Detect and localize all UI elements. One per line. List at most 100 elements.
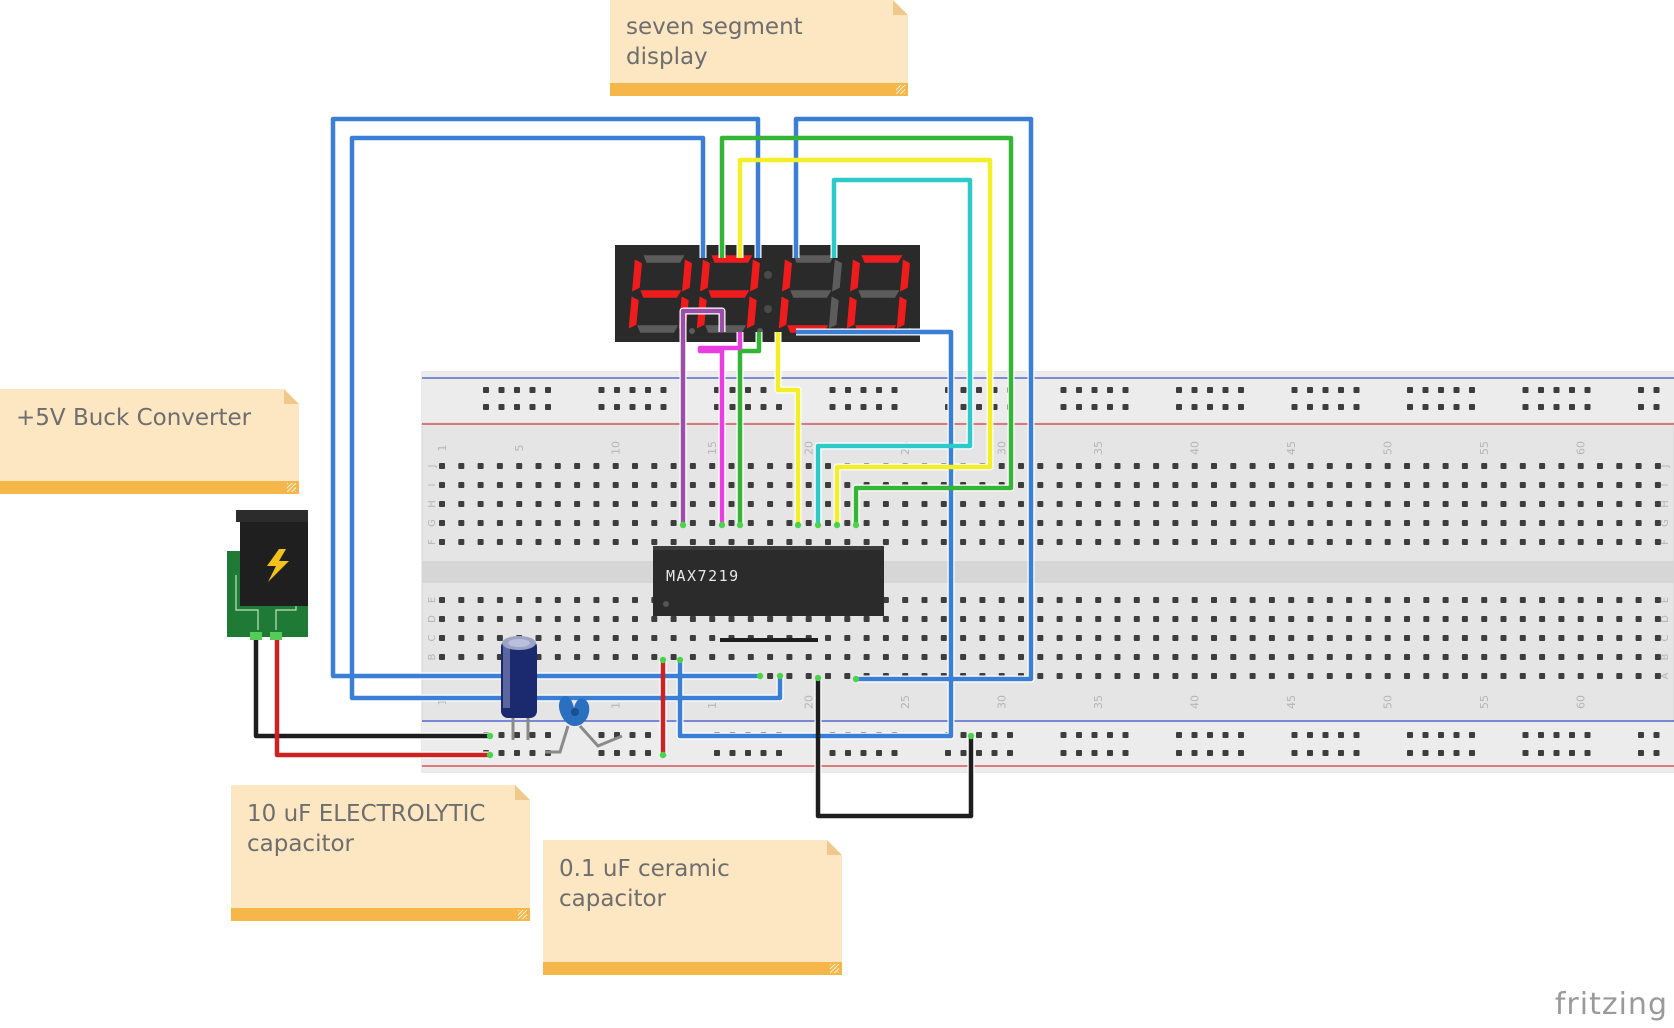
breadboard-hole — [1268, 482, 1275, 488]
breadboard-hole — [1635, 616, 1642, 622]
rail-hole — [860, 750, 867, 756]
breadboard-hole — [1153, 616, 1160, 622]
rail-hole — [1107, 404, 1113, 410]
breadboard-hole — [439, 539, 445, 545]
breadboard-hole — [1230, 616, 1237, 622]
wire-black-power — [253, 638, 490, 739]
row-letter: F — [1660, 539, 1671, 545]
rail-hole — [960, 387, 967, 393]
breadboard-hole — [516, 616, 523, 622]
rail-hole — [976, 387, 982, 393]
breadboard-hole — [1191, 635, 1198, 641]
breadboard-hole — [1519, 539, 1526, 545]
breadboard-hole — [1616, 482, 1623, 488]
breadboard-hole — [825, 635, 831, 641]
breadboard-hole — [1268, 635, 1275, 641]
chip-label: MAX7219 — [666, 567, 740, 585]
breadboard-hole — [902, 597, 909, 603]
rail-hole — [1638, 404, 1644, 410]
breadboard-hole — [1597, 463, 1603, 469]
breadboard-hole — [1635, 520, 1642, 526]
breadboard-hole — [1230, 463, 1237, 469]
breadboard-hole — [1249, 539, 1256, 545]
rail-hole — [1638, 387, 1644, 393]
breadboard-hole — [844, 635, 851, 641]
breadboard-hole — [1481, 616, 1488, 622]
breadboard-hole — [477, 501, 484, 507]
rail-hole — [1422, 732, 1429, 738]
breadboard-hole — [1539, 501, 1546, 507]
breadboard-hole — [1268, 520, 1275, 526]
breadboard-hole — [593, 616, 600, 622]
breadboard-hole — [651, 482, 658, 488]
wire-end-points — [486, 521, 975, 759]
breadboard-hole — [921, 597, 928, 603]
breadboard-hole — [554, 635, 561, 641]
breadboard-hole — [458, 654, 465, 660]
rail-hole — [729, 404, 736, 410]
breadboard-hole — [1500, 520, 1507, 526]
breadboard-hole — [1558, 463, 1565, 469]
breadboard-hole — [1481, 501, 1488, 507]
breadboard-hole — [805, 616, 812, 622]
column-number: 10 — [610, 441, 623, 455]
breadboard-hole — [1268, 539, 1275, 545]
breadboard-hole — [1654, 463, 1661, 469]
rail-hole — [829, 750, 836, 756]
rail-hole — [891, 404, 898, 410]
breadboard-hole — [1211, 520, 1217, 526]
rail-hole — [1291, 732, 1298, 738]
breadboard-hole — [1326, 463, 1333, 469]
breadboard-hole — [1654, 520, 1661, 526]
breadboard-hole — [554, 501, 561, 507]
breadboard-hole — [1018, 463, 1024, 469]
connection-point — [794, 521, 802, 529]
rail-hole — [1522, 404, 1529, 410]
breadboard-hole — [921, 654, 928, 660]
breadboard-hole — [574, 520, 581, 526]
breadboard-hole — [535, 501, 542, 507]
breadboard-hole — [1577, 463, 1584, 469]
wire-cyan-top — [815, 177, 973, 525]
breadboard-hole — [1519, 597, 1526, 603]
breadboard-hole — [477, 616, 484, 622]
breadboard-hole — [902, 635, 909, 641]
rail-hole — [1653, 387, 1660, 393]
breadboard-hole — [1075, 673, 1082, 679]
rail-hole — [1307, 732, 1313, 738]
note-electrolytic-capacitor: 10 uF ELECTROLYTIC capacitor — [231, 785, 530, 921]
breadboard-hole — [689, 539, 696, 545]
rail-hole — [1191, 750, 1198, 756]
row-letter: I — [427, 484, 438, 487]
breadboard-hole — [1230, 673, 1237, 679]
breadboard-hole — [496, 539, 503, 545]
rail-hole — [745, 387, 751, 393]
rail-hole — [829, 404, 836, 410]
breadboard-hole — [1500, 482, 1507, 488]
rail-hole — [976, 732, 982, 738]
breadboard-hole — [632, 597, 638, 603]
breadboard-hole — [651, 501, 658, 507]
breadboard-hole — [786, 616, 793, 622]
breadboard-hole — [1172, 482, 1179, 488]
breadboard-hole — [1346, 520, 1353, 526]
rail-hole — [1122, 404, 1129, 410]
segment-f — [849, 258, 861, 293]
breadboard-hole — [1249, 482, 1256, 488]
rail-hole — [945, 750, 951, 756]
breadboard-hole — [1172, 501, 1179, 507]
breadboard-hole — [786, 520, 793, 526]
breadboard-hole — [632, 654, 638, 660]
rail-hole — [1176, 387, 1182, 393]
note-text: seven segment display — [626, 14, 803, 70]
breadboard-hole — [689, 654, 696, 660]
breadboard-hole — [496, 520, 503, 526]
breadboard-hole — [1268, 501, 1275, 507]
breadboard-hole — [1249, 463, 1256, 469]
breadboard-hole — [1597, 616, 1603, 622]
breadboard-hole — [1539, 463, 1546, 469]
rail-hole — [1060, 387, 1067, 393]
breadboard-hole — [496, 635, 503, 641]
breadboard-hole — [1423, 654, 1430, 660]
breadboard-hole — [1597, 597, 1603, 603]
